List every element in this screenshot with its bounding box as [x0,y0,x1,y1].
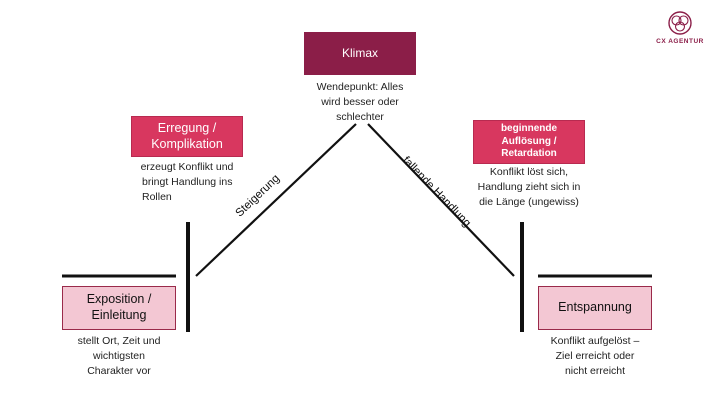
left-divider-bar [186,222,190,332]
right-divider-bar [520,222,524,332]
logo: CX AGENTUR [640,8,720,45]
erregung-box: Erregung / Komplikation [131,116,243,157]
entspannung-description: Konflikt aufgelöst – Ziel erreicht oder … [530,334,660,380]
rising-action-line [195,123,357,277]
exposition-desc-line: stellt Ort, Zeit und [77,335,161,347]
entspannung-title: Entspannung [558,300,632,315]
logo-text: CX AGENTUR [656,38,704,45]
erregung-title-line: Erregung / [157,120,217,135]
exposition-desc-line: wichtigsten [93,350,145,363]
aufloesung-description: Konflikt löst sich, Handlung zieht sich … [464,165,594,211]
klimax-description: Wendepunkt: Alles wird besser oder schle… [290,80,430,126]
klimax-desc-line: Wendepunkt: Alles [316,81,404,93]
aufloesung-desc-line: Konflikt löst sich, [489,166,569,178]
falling-action-line [367,123,515,277]
klimax-title: Klimax [341,46,378,60]
klimax-box: Klimax [304,32,416,75]
klimax-desc-line: wird besser oder [321,96,399,109]
erregung-desc-line: bringt Handlung ins [142,176,233,189]
entspannung-desc-line: nicht erreicht [564,365,626,378]
logo-icon [668,11,692,35]
entspannung-desc-line: Ziel erreicht oder [555,350,635,363]
aufloesung-desc-line: Handlung zieht sich in [477,181,581,194]
aufloesung-title-line: beginnende [500,123,558,135]
klimax-desc-line: schlechter [336,111,384,124]
exposition-description: stellt Ort, Zeit und wichtigsten Charakt… [59,334,179,380]
aufloesung-desc-line: die Länge (ungewiss) [479,196,579,209]
erregung-description: erzeugt Konflikt und bringt Handlung ins… [122,160,252,206]
aufloesung-box: beginnende Auflösung / Retardation [473,120,585,164]
aufloesung-title-line: Auflösung / [501,135,557,147]
erregung-desc-line: erzeugt Konflikt und [140,161,234,173]
exposition-desc-line: Charakter vor [87,365,151,378]
exposition-box: Exposition / Einleitung [62,286,176,330]
entspannung-desc-line: Konflikt aufgelöst – [550,335,640,347]
erregung-title-line: Komplikation [151,136,223,151]
aufloesung-title-line: Retardation [501,148,557,160]
erregung-desc-line: Rollen [142,191,172,204]
exposition-title: Exposition / Einleitung [86,292,152,322]
entspannung-box: Entspannung [538,286,652,330]
